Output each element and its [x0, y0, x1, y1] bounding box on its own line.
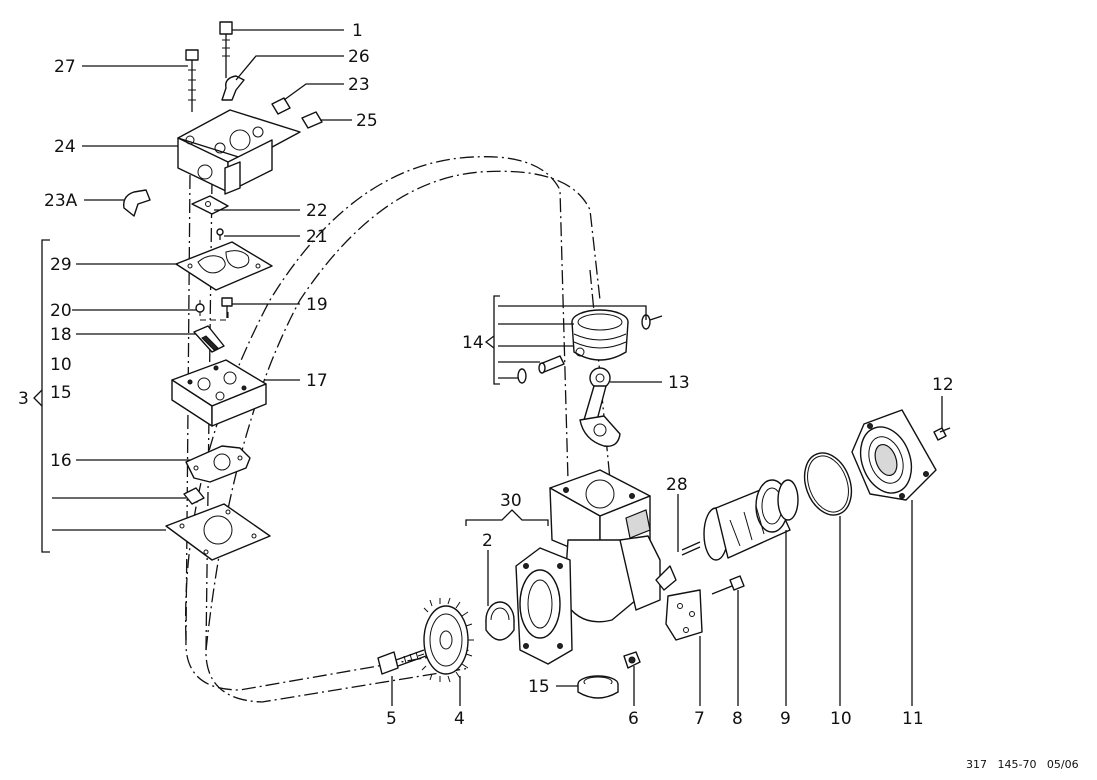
crankshaft-9 — [703, 479, 799, 561]
gasket-plate — [655, 565, 677, 591]
seal-ring-15 — [577, 675, 619, 699]
elbow-fitting-23a — [123, 189, 151, 217]
plate-7 — [665, 589, 703, 641]
callout-30: 30 — [500, 491, 522, 511]
connecting-rod-13 — [579, 367, 621, 447]
callout-10-left: 10 — [50, 355, 72, 375]
bearing-housing-11 — [851, 409, 937, 501]
callout-22: 22 — [306, 201, 328, 221]
callout-23: 23 — [348, 75, 370, 95]
callout-29: 29 — [50, 255, 72, 275]
callout-11: 11 — [902, 709, 924, 729]
gasket-29 — [175, 241, 273, 291]
callout-1: 1 — [352, 21, 363, 41]
callout-9: 9 — [780, 709, 791, 729]
piston-14 — [571, 309, 629, 361]
crankcase-30 — [515, 469, 661, 665]
o-ring-10 — [803, 452, 853, 516]
callout-12: 12 — [932, 375, 954, 395]
bolt-8 — [711, 575, 745, 595]
callout-14: 14 — [462, 333, 484, 353]
callout-23a: 23A — [44, 191, 78, 211]
reed-valve-18 — [193, 325, 225, 353]
callout-27: 27 — [54, 57, 76, 77]
drawing-reference: 317 145-70 05/06 — [966, 758, 1079, 771]
screw-12 — [933, 427, 951, 441]
callout-24: 24 — [54, 137, 76, 157]
gear-4 — [417, 597, 474, 683]
leader-lines — [33, 29, 943, 706]
snap-ring-lower — [517, 368, 527, 384]
fitting-23 — [271, 97, 291, 115]
wrist-pin — [538, 355, 565, 374]
callout-18: 18 — [50, 325, 72, 345]
callout-labels: 1 26 23 25 27 24 23A 22 21 29 20 19 18 1… — [18, 21, 954, 729]
callout-13: 13 — [668, 373, 690, 393]
assembly-path-lines — [184, 156, 611, 703]
bolt-1 — [219, 21, 233, 78]
callout-4: 4 — [454, 709, 465, 729]
elbow-fitting-26 — [221, 75, 245, 101]
callout-21: 21 — [306, 227, 328, 247]
callout-26: 26 — [348, 47, 370, 67]
fitting-6 — [623, 651, 641, 669]
clip-part — [183, 487, 205, 505]
valve-body-17 — [171, 359, 267, 427]
screw-21 — [216, 228, 224, 240]
callout-15-left: 15 — [50, 383, 72, 403]
callout-17: 17 — [306, 371, 328, 391]
callout-25: 25 — [356, 111, 378, 131]
callout-2: 2 — [482, 531, 493, 551]
callout-7: 7 — [694, 709, 705, 729]
nut-20 — [195, 303, 205, 313]
callout-3: 3 — [18, 389, 29, 409]
pin-28 — [681, 541, 701, 556]
callout-6: 6 — [628, 709, 639, 729]
cylinder-head-24 — [177, 109, 301, 195]
gasket-16 — [185, 445, 251, 483]
base-gasket — [165, 503, 271, 561]
bolt-27 — [185, 49, 199, 112]
callout-10-bottom: 10 — [830, 709, 852, 729]
bolt-19 — [221, 297, 233, 318]
bearing-2 — [485, 601, 515, 641]
callout-28: 28 — [666, 475, 688, 495]
callout-5: 5 — [386, 709, 397, 729]
fitting-25 — [301, 111, 323, 129]
callout-20: 20 — [50, 301, 72, 321]
valve-plate-22 — [191, 195, 229, 215]
callout-16: 16 — [50, 451, 72, 471]
callout-8: 8 — [732, 709, 743, 729]
bolt-5 — [377, 649, 427, 675]
callout-15-bottom: 15 — [528, 677, 550, 697]
callout-19: 19 — [306, 295, 328, 315]
